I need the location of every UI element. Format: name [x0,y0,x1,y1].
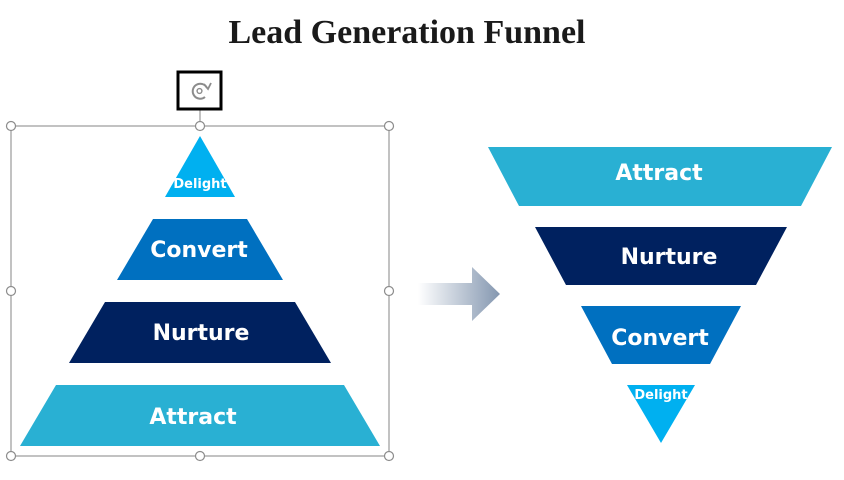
resize-handle-s[interactable] [194,450,206,462]
resize-handle-sw[interactable] [5,450,17,462]
funnel-nurture-shape[interactable] [535,227,787,285]
funnel-delight-label: Delight [634,388,687,403]
rotate-handle-icon[interactable] [176,70,223,111]
funnel-nurture-label: Nurture [621,245,718,270]
pyramid-delight-label: Delight [173,177,226,192]
resize-handle-e[interactable] [383,285,395,297]
resize-handle-n[interactable] [194,120,206,132]
right-arrow-icon [418,267,500,321]
resize-handle-ne[interactable] [383,120,395,132]
funnel-attract-label: Attract [615,161,703,186]
resize-handles[interactable] [5,120,395,462]
funnel-delight-shape[interactable] [627,385,695,443]
pyramid-attract-label: Attract [149,405,237,430]
resize-handle-nw[interactable] [5,120,17,132]
funnel-attract-shape[interactable] [488,147,832,206]
pyramid-nurture-shape[interactable] [69,302,331,363]
pyramid-convert-label: Convert [150,238,248,263]
pyramid-nurture-label: Nurture [153,321,250,346]
funnel[interactable]: Attract Nurture Convert Delight [488,147,832,443]
pyramid-convert-shape[interactable] [117,219,283,280]
pyramid-attract-shape[interactable] [20,385,380,446]
pyramid[interactable]: Delight Convert Nurture Attract [20,136,380,446]
funnel-convert-shape[interactable] [581,306,741,364]
page-title: Lead Generation Funnel [228,14,586,51]
funnel-convert-label: Convert [611,326,709,351]
resize-handle-w[interactable] [5,285,17,297]
resize-handle-se[interactable] [383,450,395,462]
pyramid-delight-shape[interactable] [165,136,235,197]
